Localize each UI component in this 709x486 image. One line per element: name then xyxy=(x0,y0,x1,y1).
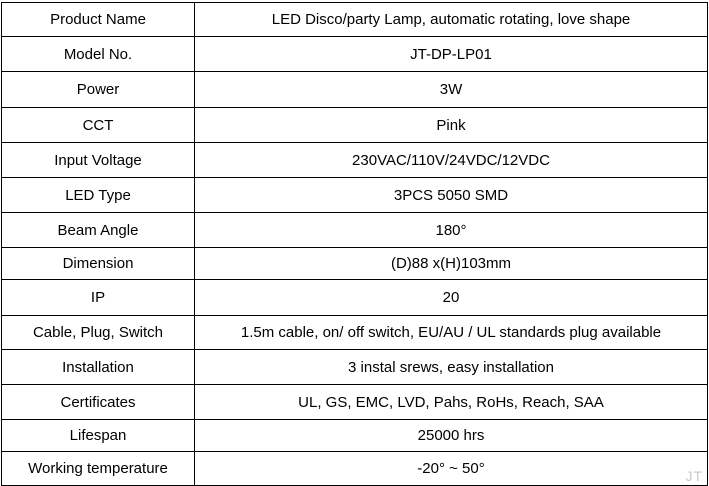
spec-value: UL, GS, EMC, LVD, Pahs, RoHs, Reach, SAA xyxy=(194,384,708,420)
table-row: Dimension (D)88 x(H)103mm xyxy=(1,247,708,280)
spec-value: 25000 hrs xyxy=(194,419,708,452)
spec-label: Cable, Plug, Switch xyxy=(1,315,195,350)
spec-label: Working temperature xyxy=(1,451,195,486)
spec-value: 20 xyxy=(194,279,708,316)
table-row: Model No. JT-DP-LP01 xyxy=(1,36,708,72)
spec-label: Product Name xyxy=(1,2,195,37)
spec-label: LED Type xyxy=(1,177,195,213)
spec-value: Pink xyxy=(194,107,708,143)
spec-label: Beam Angle xyxy=(1,212,195,248)
table-row: IP 20 xyxy=(1,279,708,316)
spec-value: JT-DP-LP01 xyxy=(194,36,708,72)
table-row: Product Name LED Disco/party Lamp, autom… xyxy=(1,2,708,37)
table-row: Input Voltage 230VAC/110V/24VDC/12VDC xyxy=(1,142,708,178)
table-row: Cable, Plug, Switch 1.5m cable, on/ off … xyxy=(1,315,708,350)
spec-label: Lifespan xyxy=(1,419,195,452)
spec-label: Power xyxy=(1,71,195,108)
spec-label: IP xyxy=(1,279,195,316)
spec-value: 1.5m cable, on/ off switch, EU/AU / UL s… xyxy=(194,315,708,350)
spec-label: Model No. xyxy=(1,36,195,72)
spec-label: Installation xyxy=(1,349,195,385)
spec-value: LED Disco/party Lamp, automatic rotating… xyxy=(194,2,708,37)
spec-value: 180° xyxy=(194,212,708,248)
spec-label: Dimension xyxy=(1,247,195,280)
spec-label: Certificates xyxy=(1,384,195,420)
spec-value: 3 instal srews, easy installation xyxy=(194,349,708,385)
spec-label: Input Voltage xyxy=(1,142,195,178)
table-row: Installation 3 instal srews, easy instal… xyxy=(1,349,708,385)
spec-value: -20° ~ 50° xyxy=(194,451,708,486)
table-row: CCT Pink xyxy=(1,107,708,143)
table-row: Power 3W xyxy=(1,71,708,108)
spec-value: (D)88 x(H)103mm xyxy=(194,247,708,280)
table-row: Certificates UL, GS, EMC, LVD, Pahs, RoH… xyxy=(1,384,708,420)
spec-value: 230VAC/110V/24VDC/12VDC xyxy=(194,142,708,178)
spec-label: CCT xyxy=(1,107,195,143)
table-row: Beam Angle 180° xyxy=(1,212,708,248)
spec-value: 3PCS 5050 SMD xyxy=(194,177,708,213)
table-row: Working temperature -20° ~ 50° xyxy=(1,451,708,486)
table-row: Lifespan 25000 hrs xyxy=(1,419,708,452)
table-row: LED Type 3PCS 5050 SMD xyxy=(1,177,708,213)
spec-value: 3W xyxy=(194,71,708,108)
watermark: JT xyxy=(685,468,703,484)
